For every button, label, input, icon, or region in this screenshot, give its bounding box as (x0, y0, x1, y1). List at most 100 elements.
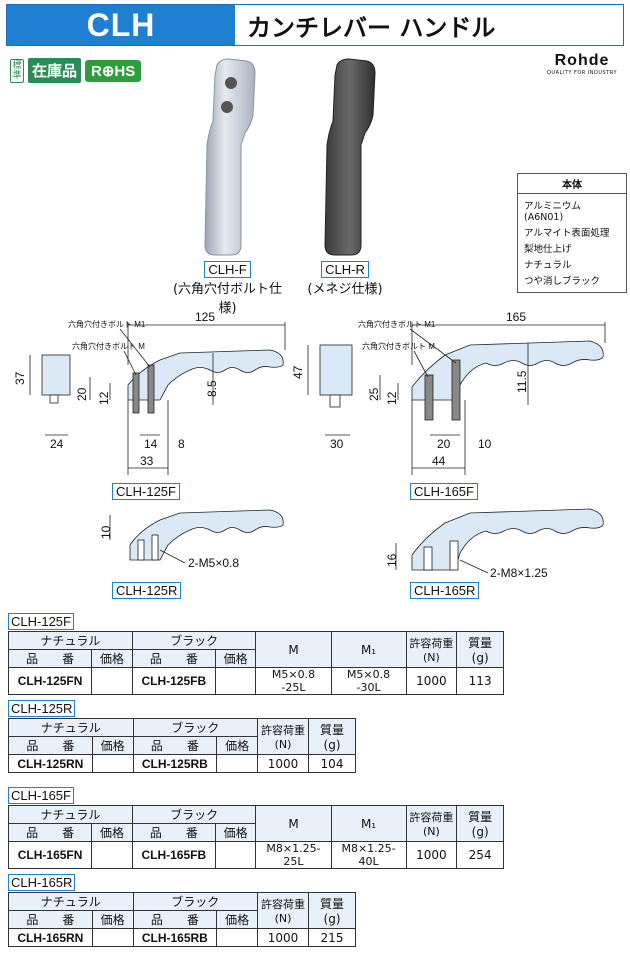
col-m: M (255, 631, 332, 668)
dim-37: 37 (13, 371, 27, 385)
drawing-clh-125f: 125 37 20 12 8.5 24 14 8 33 六角穴付きボルト M1 … (13, 310, 286, 475)
table-clh-125f: ナチュラル ブラック M M₁ 許容荷重(N) 質量(g) 品 番 価格 品 番… (7, 631, 504, 695)
col-mass: 質量(g) (308, 892, 356, 929)
rohs-badge: R⊕HS (85, 59, 142, 82)
col-price: 価格 (91, 823, 133, 842)
m1-value: M8×1.25-40L (330, 841, 407, 869)
drawing-clh-165f: 165 47 25 12 11.5 30 20 10 44 六角穴付きボルト M… (291, 310, 606, 475)
col-natural: ナチュラル (8, 631, 133, 650)
table-clh-165r: ナチュラル ブラック 許容荷重(N) 質量(g) 品 番 価格 品 番 価格 C… (8, 892, 356, 947)
table-row: CLH-125RN CLH-125RB 1000 104 (8, 754, 356, 773)
dim-10: 10 (478, 437, 492, 451)
col-mass: 質量(g) (456, 805, 504, 842)
col-load: 許容荷重(N) (256, 718, 310, 755)
caption-clh-r-desc: (メネジ仕様) (307, 282, 383, 297)
col-natural: ナチュラル (8, 718, 134, 737)
table-clh-165f: ナチュラル ブラック M M₁ 許容荷重(N) 質量(g) 品 番 価格 品 番… (7, 805, 504, 869)
natural-price (91, 928, 134, 947)
dim-30: 30 (330, 437, 344, 451)
col-load: 許容荷重(N) (405, 805, 458, 842)
black-code: CLH-125RB (132, 754, 218, 773)
natural-code: CLH-125RN (8, 754, 93, 773)
black-price (216, 754, 258, 773)
m-value: M8×1.25-25L (255, 841, 332, 869)
black-price (214, 667, 257, 695)
black-price (216, 928, 258, 947)
clh-f-handle-image (204, 58, 256, 256)
natural-price (91, 754, 134, 773)
col-price: 価格 (214, 823, 257, 842)
col-black: ブラック (131, 805, 257, 824)
spec-header: 本体 (518, 174, 626, 194)
black-code: CLH-165FB (131, 841, 216, 869)
drawing-label-clh-165f: CLH-165F (410, 483, 478, 500)
spec-line: つや消しブラック (524, 276, 601, 287)
natural-price (91, 667, 133, 695)
load-value: 1000 (256, 754, 310, 773)
col-m1: M₁ (330, 805, 407, 842)
dim-33: 33 (140, 454, 154, 468)
natural-price (91, 841, 133, 869)
spec-line: アルミニウム(A6N01) (524, 201, 581, 223)
col-m1: M₁ (330, 631, 407, 668)
product-title: カンチレバー ハンドル (247, 13, 496, 42)
col-natural: ナチュラル (8, 805, 133, 824)
dim-20: 20 (437, 437, 451, 451)
col-price: 価格 (216, 736, 258, 755)
bolt-m-label: 六角穴付きボルト M (72, 341, 145, 351)
dim-12: 12 (385, 391, 399, 405)
col-part: 品 番 (8, 736, 93, 755)
mass-value: 254 (456, 841, 504, 869)
col-price: 価格 (214, 649, 257, 668)
col-price: 価格 (91, 649, 133, 668)
dim-25: 25 (367, 387, 381, 401)
load-value: 1000 (405, 841, 458, 869)
dim-24: 24 (50, 437, 64, 451)
bolt-m-label: 六角穴付きボルト M (362, 341, 435, 351)
col-natural: ナチュラル (8, 892, 134, 911)
col-part: 品 番 (8, 910, 93, 929)
table-row: CLH-165RN CLH-165RB 1000 215 (8, 928, 356, 947)
dim-47: 47 (291, 365, 305, 379)
natural-code: CLH-125FN (7, 667, 93, 695)
thread-spec: 2-M5×0.8 (188, 556, 239, 570)
caption-clh-f: CLH-F (六角穴付ボルト仕様) (165, 261, 290, 316)
drawing-clh-165r: 16 2-M8×1.25 (385, 508, 604, 580)
in-stock-badge: 在庫品 (28, 58, 82, 83)
dim-16: 16 (385, 553, 399, 567)
dim-20: 20 (75, 387, 89, 401)
dim-14: 14 (144, 437, 158, 451)
col-price: 価格 (216, 910, 258, 929)
load-value: 1000 (256, 928, 310, 947)
mass-value: 215 (308, 928, 356, 947)
brand-name: Rohde (554, 52, 610, 69)
drawing-label-clh-165r: CLH-165R (410, 582, 480, 599)
col-part: 品 番 (7, 649, 93, 668)
col-black: ブラック (132, 892, 258, 911)
page-header: CLH カンチレバー ハンドル (6, 4, 624, 46)
m1-value: M5×0.8 -30L (330, 667, 407, 695)
col-mass: 質量(g) (456, 631, 504, 668)
dim-125: 125 (195, 310, 215, 324)
black-price (214, 841, 257, 869)
col-part: 品 番 (131, 823, 216, 842)
col-load: 許容荷重(N) (405, 631, 458, 668)
caption-clh-r-code: CLH-R (321, 261, 369, 278)
load-value: 1000 (405, 667, 458, 695)
product-code: CLH (7, 5, 235, 45)
caption-clh-f-code: CLH-F (204, 261, 251, 278)
thread-spec: 2-M8×1.25 (490, 566, 548, 580)
dim-44: 44 (432, 454, 446, 468)
bolt-m1-label: 六角穴付きボルト M1 (68, 319, 146, 329)
brand-logo: Rohde QUALITY FOR INDUSTRY (536, 52, 628, 76)
technical-drawings: 125 37 20 12 8.5 24 14 8 33 六角穴付きボルト M1 … (13, 310, 606, 580)
black-code: CLH-125FB (131, 667, 216, 695)
section-title-clh-165f: CLH-165F (8, 787, 74, 804)
col-black: ブラック (132, 718, 258, 737)
spec-line: 梨地仕上げ (524, 244, 572, 255)
brand-tagline: QUALITY FOR INDUSTRY (546, 70, 617, 76)
mass-value: 104 (308, 754, 356, 773)
dim-10: 10 (99, 525, 113, 539)
standard-badge: 標 準 (10, 58, 24, 83)
col-m: M (255, 805, 332, 842)
